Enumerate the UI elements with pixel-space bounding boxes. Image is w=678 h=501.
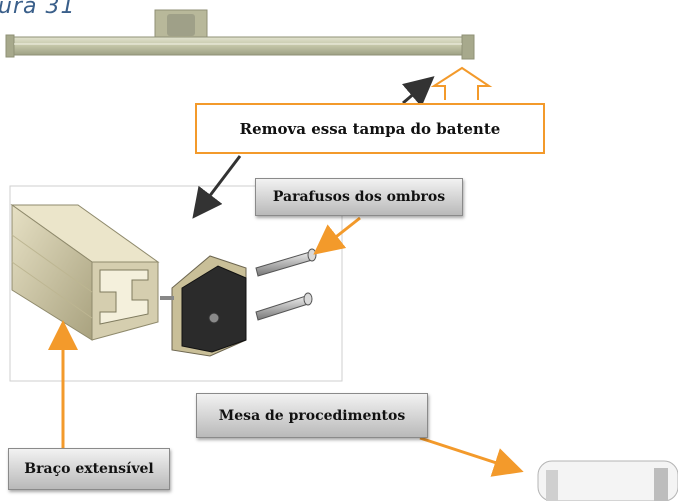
leader-to-end-cap (192, 155, 242, 219)
remove-cap-label: Remova essa tampa do batente (195, 103, 545, 154)
leader-to-rail-cap (402, 76, 435, 107)
procedure-table-label: Mesa de procedimentos (196, 393, 428, 438)
top-rail (5, 9, 475, 60)
up-arrow-icon (430, 66, 493, 100)
leader-to-table (419, 436, 524, 477)
extension-arm-label: Braço extensível (8, 448, 170, 490)
stop-cap (461, 34, 475, 60)
extension-arm-profile (10, 204, 160, 341)
figure-title: ura 31 (0, 0, 76, 19)
shoulder-screws-label: Parafusos dos ombros (255, 178, 463, 216)
leader-to-screws (313, 216, 361, 255)
procedure-table-corner (537, 460, 678, 501)
end-cap (160, 255, 247, 357)
shoulder-screw-lower (255, 292, 313, 321)
